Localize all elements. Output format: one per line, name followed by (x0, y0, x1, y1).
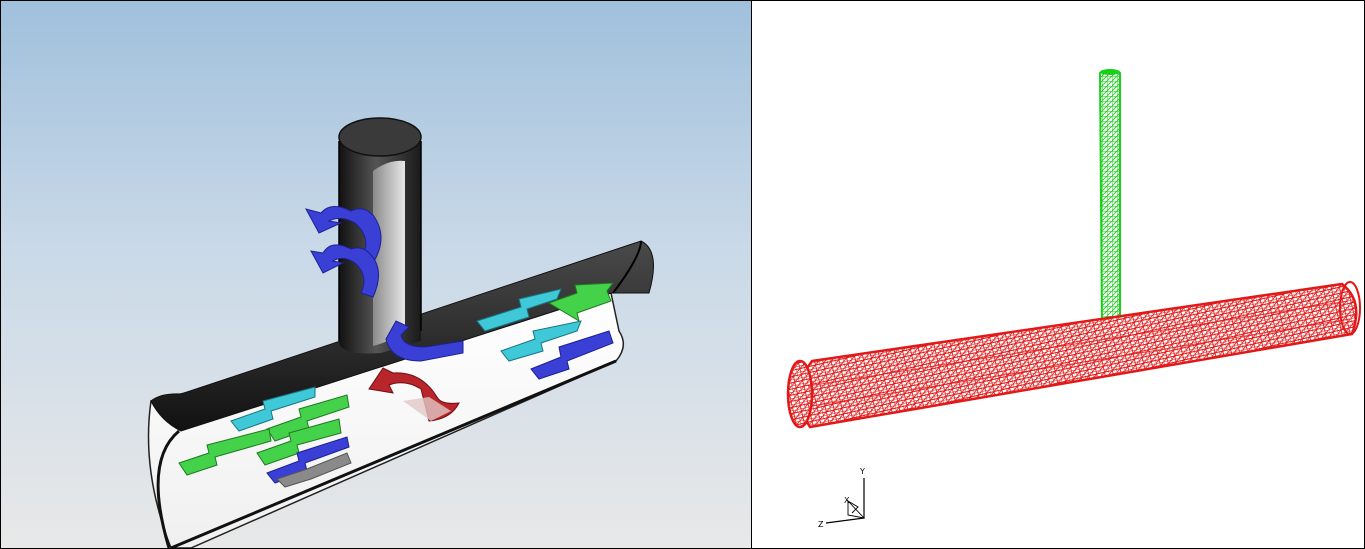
green-arrow-left-far (178, 428, 272, 476)
cyan-arrow-left (230, 386, 316, 432)
axis-x-label: X (844, 496, 850, 505)
axis-triad: Y Z X (818, 467, 866, 529)
cyan-arrow-right-top (476, 288, 562, 332)
flow-arrows (178, 206, 615, 488)
branch-pipe-mesh (1098, 69, 1121, 324)
axis-z-label: Z (818, 520, 824, 529)
main-pipe-mesh (786, 281, 1361, 429)
cyan-arrow-right-mid (500, 320, 582, 362)
tee-junction-mesh-view: Y Z X (752, 1, 1364, 548)
blue-swirl-arrow-top (305, 206, 382, 264)
blue-swirl-arrow-mid (310, 244, 379, 298)
green-arrow-left-top (266, 394, 350, 442)
axis-y-label: Y (859, 467, 865, 476)
tee-junction-flow-illustration (1, 1, 752, 548)
green-arrow-left-mid (256, 418, 342, 466)
green-arrow-right-top (547, 282, 615, 323)
branch-pipe (338, 117, 422, 354)
blue-arrow-right (530, 330, 614, 380)
blue-curved-arrow-junction (385, 320, 464, 362)
